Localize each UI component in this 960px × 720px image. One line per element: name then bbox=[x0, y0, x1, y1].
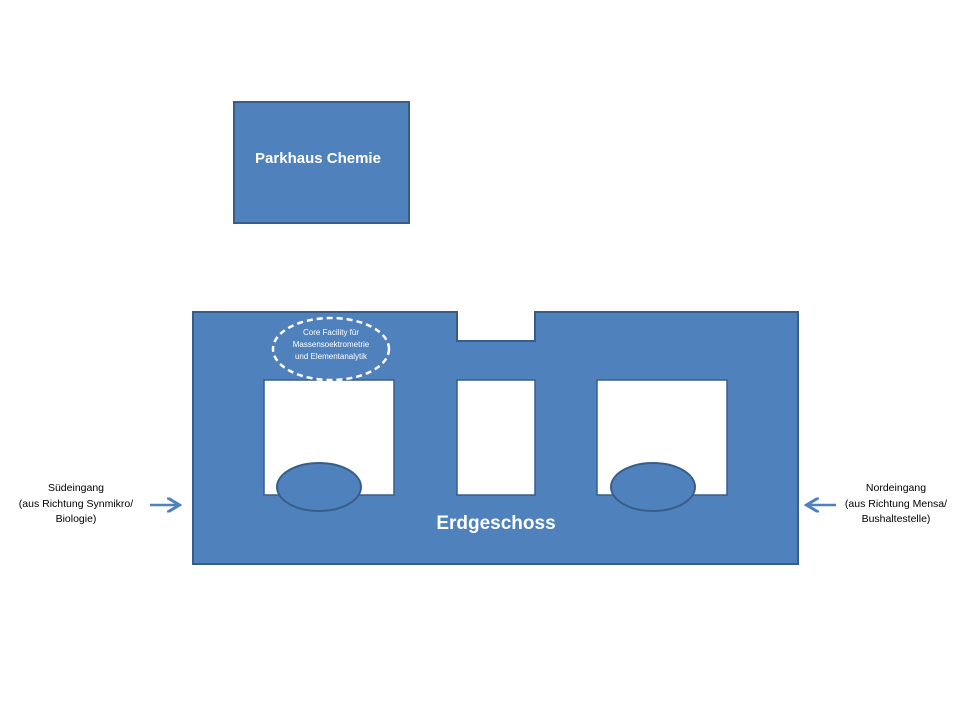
rotunda-east bbox=[610, 462, 696, 512]
core-facility-marker: Core Facility für Massensoektrometrie un… bbox=[271, 316, 391, 382]
parking-garage-label: Parkhaus Chemie bbox=[255, 150, 381, 167]
core-facility-line-2: Massensoektrometrie bbox=[293, 340, 370, 349]
north-entrance-line-1: Nordeingang bbox=[866, 482, 926, 494]
south-entrance-line-2: (aus Richtung Synmikro/ bbox=[19, 498, 133, 510]
south-entrance-line-1: Südeingang bbox=[48, 482, 104, 494]
rotunda-west bbox=[276, 462, 362, 512]
ground-floor-building: Core Facility für Massensoektrometrie un… bbox=[192, 311, 799, 565]
courtyard-center bbox=[456, 379, 536, 496]
south-entrance: Südeingang (aus Richtung Synmikro/ Biolo… bbox=[19, 482, 177, 525]
parking-garage: Parkhaus Chemie bbox=[233, 101, 410, 224]
north-entrance: Nordeingang (aus Richtung Mensa/ Bushalt… bbox=[809, 482, 947, 525]
parking-garage-box bbox=[233, 101, 410, 224]
north-entrance-line-3: Bushaltestelle) bbox=[862, 513, 931, 525]
core-facility-outline bbox=[271, 316, 391, 382]
core-facility-line-3: und Elementanalytik bbox=[295, 352, 368, 361]
core-facility-line-1: Core Facility für bbox=[303, 328, 359, 337]
building-label: Erdgeschoss bbox=[436, 513, 555, 534]
north-entrance-line-2: (aus Richtung Mensa/ bbox=[845, 498, 947, 510]
south-entrance-line-3: Biologie) bbox=[56, 513, 97, 525]
